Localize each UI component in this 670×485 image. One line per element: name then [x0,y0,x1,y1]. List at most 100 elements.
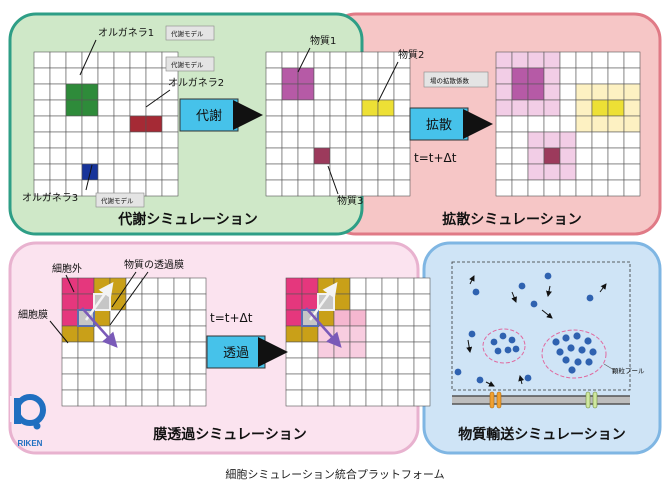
grid-cell [97,131,115,149]
grid-cell [129,67,147,85]
particle [468,330,476,338]
grid-cell [377,163,395,181]
grid-cell [495,115,513,133]
grid-cell [61,325,79,343]
grid-cell [285,325,303,343]
grid-cell [381,293,399,311]
particle [556,348,564,356]
grid-cell [381,373,399,391]
grid-cell [495,83,513,101]
grid-cell [97,67,115,85]
grid-cell [93,341,111,359]
grid-cell [265,131,283,149]
grid-cell [559,51,577,69]
grid-cell [65,51,83,69]
grid-cell [109,277,127,295]
grid-cell [285,373,303,391]
grid-cell [145,163,163,181]
diffusion-coef-tag-box [423,71,489,88]
grid-cell [623,115,641,133]
grid-cell [97,51,115,69]
grid-cell [365,309,383,327]
grid-cell [265,163,283,181]
grid-cell [109,373,127,391]
transport-region [451,261,631,391]
grid-cell [145,67,163,85]
substance1-label: 物質1 [310,34,336,47]
grid-cell [81,147,99,165]
particle [490,338,498,346]
grid-cell [265,67,283,85]
grid-cell [161,131,179,149]
granule-pool-large [541,329,607,379]
grid-cell [173,293,191,311]
grid-cell [559,83,577,101]
grid-cell [349,341,367,359]
grid-cell [393,83,411,101]
grid-cell [511,131,529,149]
grid-cell [345,179,363,197]
grid-cell [527,115,545,133]
grid-cell [317,373,335,391]
motion-arrow [469,275,475,285]
grid-cell [49,147,67,165]
grid-cell [109,293,127,311]
grid-cell [333,325,351,343]
particle [512,345,520,353]
logo-text: RIKEN [18,439,43,448]
grid-cell [349,389,367,407]
grid-cell [333,293,351,311]
grid-cell [511,67,529,85]
diffusion-title: 拡散シミュレーション [442,211,581,228]
grid-cell [265,179,283,197]
grid-cell [397,309,415,327]
grid-cell [377,99,395,117]
grid-cell [345,131,363,149]
diffusion-process-box [409,107,469,141]
grid-cell [93,325,111,343]
substance2-label: 物質2 [398,48,424,61]
grid-cell [161,115,179,133]
grid-cell [129,147,147,165]
grid-cell [345,67,363,85]
membrane-process-label: 透過 [223,346,249,361]
grid-cell [297,99,315,117]
diffusion-time-step: t=t+Δt [414,151,457,165]
grid-cell [281,115,299,133]
grid-cell [285,341,303,359]
grid-cell [129,83,147,101]
grid-cell [173,309,191,327]
grid-cell [285,389,303,407]
grid-cell [145,131,163,149]
grid-cell [301,357,319,375]
grid-cell [393,163,411,181]
grid-cell [543,147,561,165]
grid-cell [297,131,315,149]
grid-cell [527,51,545,69]
grid-cell [559,163,577,181]
grid-cell [61,357,79,375]
grid-cell [397,357,415,375]
grid-cell [543,179,561,197]
grid-cell [49,51,67,69]
grid-cell [559,179,577,197]
grid-cell [345,163,363,181]
motion-arrow [466,339,473,353]
grid-cell [495,99,513,117]
grid-cell [575,163,593,181]
particle [573,332,581,340]
grid-cell [511,179,529,197]
grid-cell [173,277,191,295]
grid-cell [361,131,379,149]
grid-cell [495,147,513,165]
metabolism-model-tag-2-box [165,56,215,72]
grid-cell [333,309,351,327]
grid-cell [129,131,147,149]
grid-cell [157,357,175,375]
grid-cell [527,67,545,85]
grid-cell [543,99,561,117]
grid-cell [161,179,179,197]
metabolism-model-tag-1: 代謝モデル [171,29,204,38]
grid-cell [527,131,545,149]
grid-cell [113,83,131,101]
